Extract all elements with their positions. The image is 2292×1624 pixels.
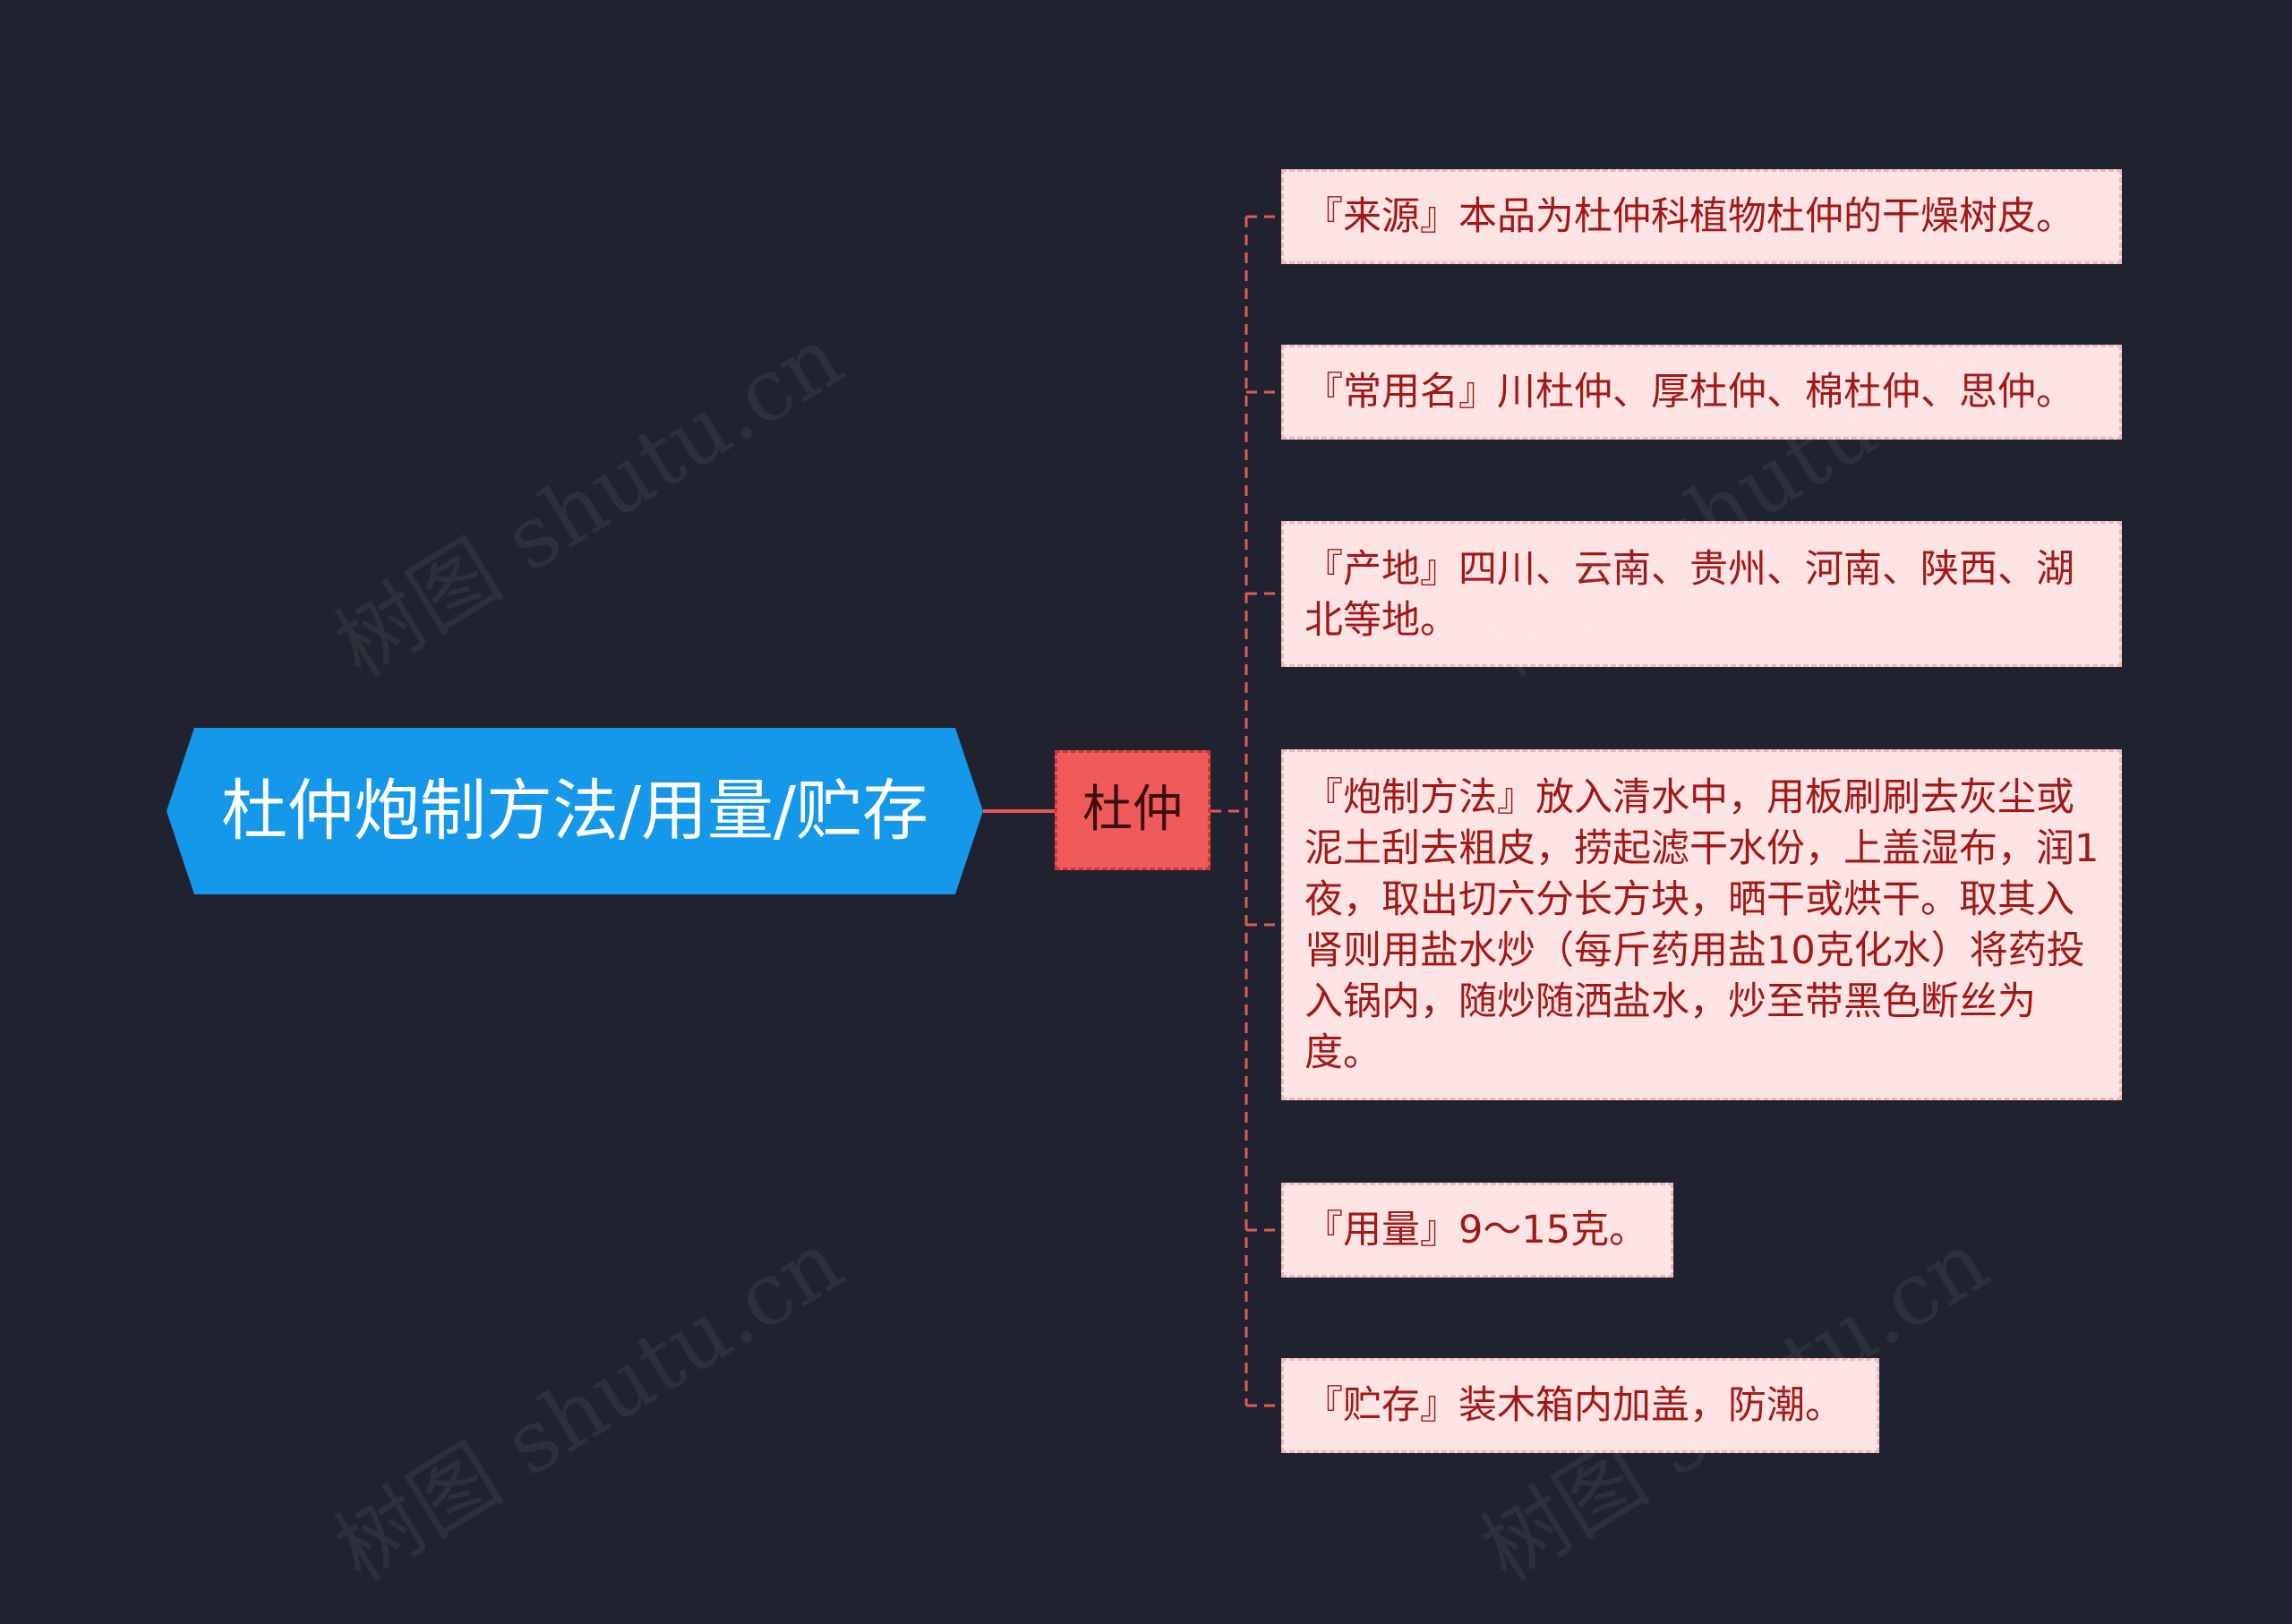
- leaf-topic-label: 『贮存』装木箱内加盖，防潮。: [1304, 1382, 1843, 1428]
- leaf-topic-label: 『炮制方法』放入清水中，用板刷刷去灰尘或泥土刮去粗皮，捞起滤干水份，上盖湿布，润…: [1304, 775, 2100, 1075]
- leaf-topic-dosage[interactable]: 『用量』9～15克。: [1281, 1183, 1673, 1278]
- leaf-topic-source[interactable]: 『来源』本品为杜仲科植物杜仲的干燥树皮。: [1281, 169, 2122, 264]
- leaf-topic-processing-method[interactable]: 『炮制方法』放入清水中，用板刷刷去灰尘或泥土刮去粗皮，捞起滤干水份，上盖湿布，润…: [1281, 749, 2122, 1100]
- leaf-topic-common-names[interactable]: 『常用名』川杜仲、厚杜仲、棉杜仲、思仲。: [1281, 345, 2122, 440]
- leaf-topic-storage[interactable]: 『贮存』装木箱内加盖，防潮。: [1281, 1358, 1879, 1453]
- leaf-topic-label: 『来源』本品为杜仲科植物杜仲的干燥树皮。: [1304, 193, 2074, 239]
- root-topic[interactable]: 杜仲炮制方法/用量/贮存: [167, 728, 983, 894]
- leaf-topic-label: 『用量』9～15克。: [1304, 1207, 1648, 1252]
- branch-topic-label: 杜仲: [1082, 781, 1183, 839]
- leaf-topic-label: 『产地』四川、云南、贵州、河南、陕西、湖北等地。: [1304, 547, 2074, 643]
- leaf-topic-origin[interactable]: 『产地』四川、云南、贵州、河南、陕西、湖北等地。: [1281, 521, 2122, 667]
- branch-topic-duzhong[interactable]: 杜仲: [1055, 750, 1210, 870]
- leaf-topic-label: 『常用名』川杜仲、厚杜仲、棉杜仲、思仲。: [1304, 369, 2074, 415]
- root-topic-label: 杜仲炮制方法/用量/贮存: [221, 773, 928, 850]
